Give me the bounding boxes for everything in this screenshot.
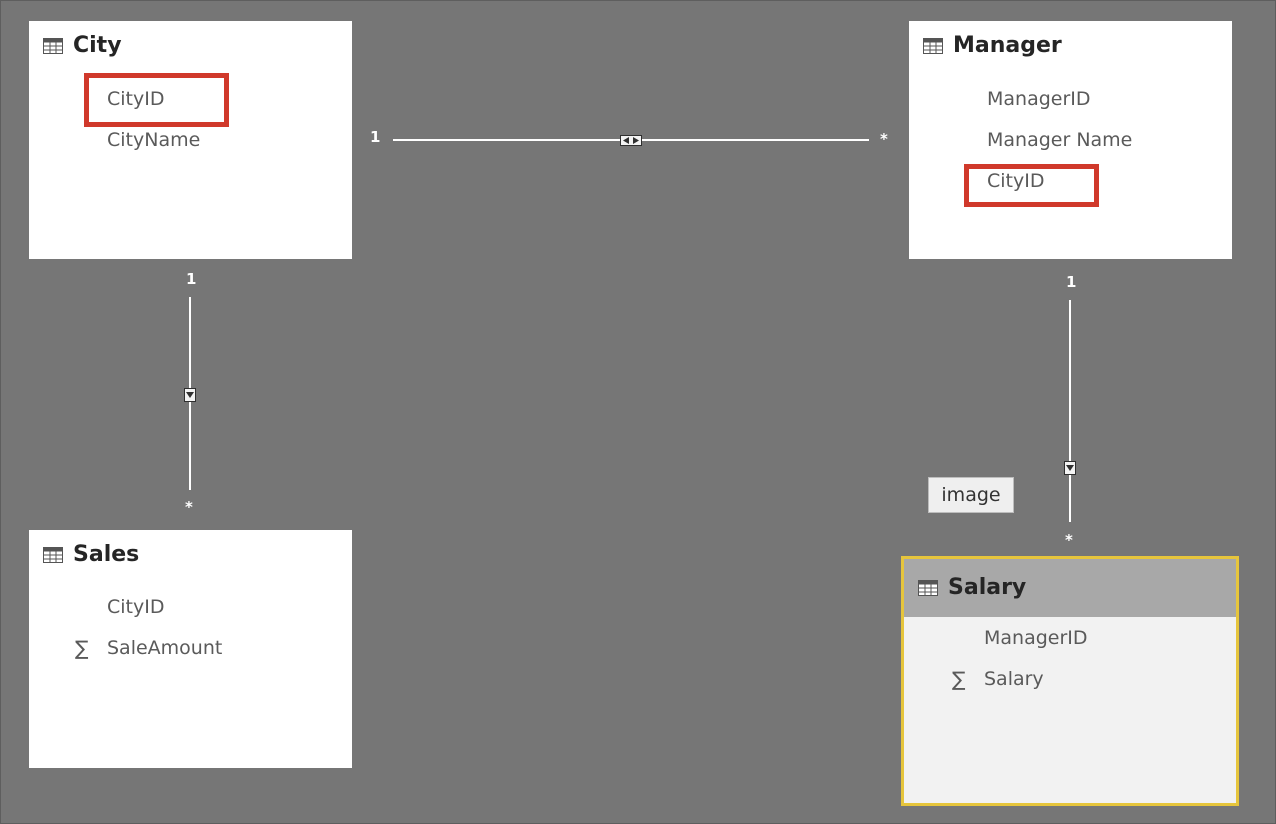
table-grid-icon	[43, 546, 63, 563]
cardinality-many-label: *	[1065, 531, 1073, 549]
cardinality-one-label: 1	[370, 128, 381, 146]
field-manager-cityid[interactable]: CityID	[987, 170, 1045, 192]
salary-table-card[interactable]: Salary ManagerID ∑ Salary	[901, 556, 1239, 806]
sales-table-title: Sales	[43, 542, 139, 567]
highlight-manager-cityid	[964, 164, 1099, 207]
tooltip: image	[928, 477, 1014, 513]
field-managerid[interactable]: ManagerID	[987, 88, 1091, 110]
manager-table-name: Manager	[953, 33, 1062, 58]
salary-table-header	[904, 559, 1236, 617]
city-table-title: City	[43, 33, 122, 58]
field-saleamount[interactable]: SaleAmount	[107, 637, 223, 659]
salary-table-name: Salary	[948, 575, 1027, 600]
cardinality-many-label: *	[185, 498, 193, 516]
field-sales-cityid[interactable]: CityID	[107, 596, 165, 618]
manager-table-card[interactable]: Manager ManagerID Manager Name CityID	[909, 21, 1232, 259]
salary-table-title: Salary	[918, 575, 1026, 600]
cardinality-one-label: 1	[186, 270, 197, 288]
relationship-line-manager-salary[interactable]	[1069, 300, 1071, 522]
sigma-icon: ∑	[952, 667, 966, 691]
field-cityname[interactable]: CityName	[107, 129, 201, 151]
single-filter-icon[interactable]	[184, 388, 196, 402]
field-cityid[interactable]: CityID	[107, 88, 165, 110]
manager-table-title: Manager	[923, 33, 1062, 58]
sales-table-card[interactable]: Sales CityID ∑ SaleAmount	[29, 530, 352, 768]
table-grid-icon	[43, 37, 63, 54]
field-salary-managerid[interactable]: ManagerID	[984, 627, 1088, 649]
sigma-icon: ∑	[75, 636, 89, 660]
highlight-city-cityid	[84, 73, 229, 127]
bidirectional-filter-icon[interactable]	[620, 135, 642, 146]
cardinality-many-label: *	[880, 130, 888, 148]
table-grid-icon	[923, 37, 943, 54]
single-filter-icon[interactable]	[1064, 461, 1076, 475]
sales-table-name: Sales	[73, 542, 140, 567]
field-manager-name[interactable]: Manager Name	[987, 129, 1133, 151]
field-salary-amount[interactable]: Salary	[984, 668, 1044, 690]
city-table-name: City	[73, 33, 122, 58]
table-grid-icon	[918, 579, 938, 596]
city-table-card[interactable]: City CityID CityName	[29, 21, 352, 259]
cardinality-one-label: 1	[1066, 273, 1077, 291]
